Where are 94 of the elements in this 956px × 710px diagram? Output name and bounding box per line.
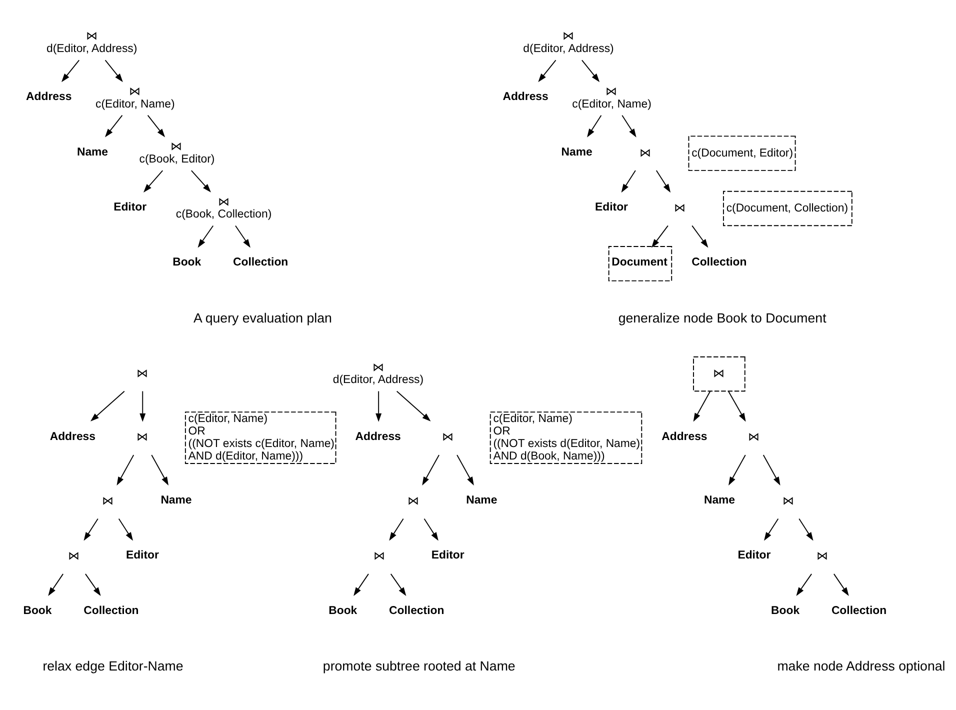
arrow <box>764 518 779 541</box>
node-text: ⋈ <box>373 550 384 563</box>
node-text: ⋈ d(Editor, Address) <box>523 30 614 56</box>
node-text: Book <box>23 604 52 617</box>
arrow <box>376 390 382 422</box>
node-box: c(Editor, Name) OR ((NOT exists c(Editor, Name) AND d(Editor, Name))) <box>184 412 336 464</box>
arrow <box>235 225 250 248</box>
node-text: ⋈ <box>782 495 794 508</box>
label: relax edge Editor-Name <box>42 658 184 674</box>
node-text: Name <box>160 494 192 507</box>
node-text: Address <box>502 91 548 104</box>
arrow <box>692 225 708 248</box>
node-text: ⋈ d(Editor, Address) <box>46 30 138 56</box>
node-text: Editor <box>114 201 147 214</box>
node-text: ⋈ <box>816 550 828 563</box>
arrow <box>581 60 600 82</box>
node-text: Address <box>355 430 401 443</box>
node-text: Collection <box>692 256 747 269</box>
node-box: c(Editor, Name) OR ((NOT exists d(Editor, Name) AND d(Book, Name))) <box>490 412 642 464</box>
node-text: ⋈ <box>136 368 148 380</box>
arrow <box>728 390 746 422</box>
arrow <box>104 60 123 82</box>
node-text: Editor <box>126 550 159 562</box>
arrow <box>538 60 556 82</box>
arrow <box>621 170 636 193</box>
node-text: Address <box>50 430 96 443</box>
node-box: c(Document, Collection) <box>723 190 852 226</box>
arrow <box>762 454 780 486</box>
label: make node Address optional <box>777 658 946 674</box>
arrow <box>198 225 214 248</box>
label: A query evaluation plan <box>194 310 332 326</box>
arrow <box>587 114 602 138</box>
node-text: Collection <box>233 256 288 269</box>
node-text: Name <box>466 494 498 507</box>
node-text: Book <box>771 604 800 617</box>
arrow <box>456 454 474 486</box>
arrow <box>48 573 64 596</box>
node-box: ⋈ <box>693 356 746 392</box>
node-text: ⋈ <box>136 432 148 444</box>
arrow <box>61 60 80 82</box>
arrow <box>84 573 101 596</box>
arrow <box>424 518 438 541</box>
label: promote subtree rooted at Name <box>322 658 516 674</box>
node-text: ⋈ <box>442 432 453 444</box>
node-text: Address <box>26 91 72 104</box>
node-text: ⋈ c(Book, Collection) <box>176 196 272 221</box>
arrow <box>84 518 98 541</box>
node-text: ⋈ <box>102 495 114 508</box>
arrow <box>796 573 812 596</box>
arrow <box>656 170 671 193</box>
node-text: Name <box>704 494 736 507</box>
node-box: Document <box>608 246 672 282</box>
arrow <box>147 114 166 138</box>
arrow <box>390 573 406 596</box>
arrow <box>104 114 123 138</box>
node-text: Book <box>328 604 358 617</box>
node-text: Editor <box>431 550 464 562</box>
node-text: ⋈ <box>408 495 419 508</box>
node-text: Book <box>172 256 202 269</box>
node-text: Name <box>76 146 108 158</box>
arrow <box>622 114 636 138</box>
arrow <box>190 170 211 192</box>
arrow <box>151 454 169 486</box>
node-text: ⋈ <box>640 147 651 160</box>
arrow <box>389 518 404 541</box>
node-text: Name <box>561 146 592 158</box>
arrow <box>833 573 849 596</box>
arrow <box>651 225 668 248</box>
arrow <box>354 573 369 596</box>
arrow <box>693 390 711 422</box>
arrow <box>118 518 133 541</box>
node-text: ⋈ <box>674 202 685 214</box>
arrow <box>116 454 134 486</box>
node-text: ⋈ d(Editor, Address) <box>332 362 424 386</box>
node-text: Address <box>662 430 708 443</box>
arrow <box>422 454 440 486</box>
node-text: Collection <box>389 604 444 617</box>
node-text: ⋈ c(Editor, Name) <box>96 86 175 110</box>
arrow <box>798 518 814 541</box>
node-text: ⋈ <box>68 550 79 563</box>
node-text: ⋈ <box>748 432 760 444</box>
arrow <box>143 170 164 192</box>
arrow <box>90 390 125 422</box>
node-text: Collection <box>84 604 139 617</box>
label: generalize node Book to Document <box>618 310 826 326</box>
arrow <box>728 454 746 486</box>
node-box: c(Document, Editor) <box>688 136 796 171</box>
node-text: Editor <box>738 550 771 562</box>
node-text: Editor <box>595 201 628 214</box>
arrow <box>140 390 146 422</box>
node-text: ⋈ c(Editor, Name) <box>572 86 652 110</box>
node-text: ⋈ c(Book, Editor) <box>139 141 215 166</box>
node-text: Collection <box>831 604 887 617</box>
arrow <box>396 390 431 422</box>
